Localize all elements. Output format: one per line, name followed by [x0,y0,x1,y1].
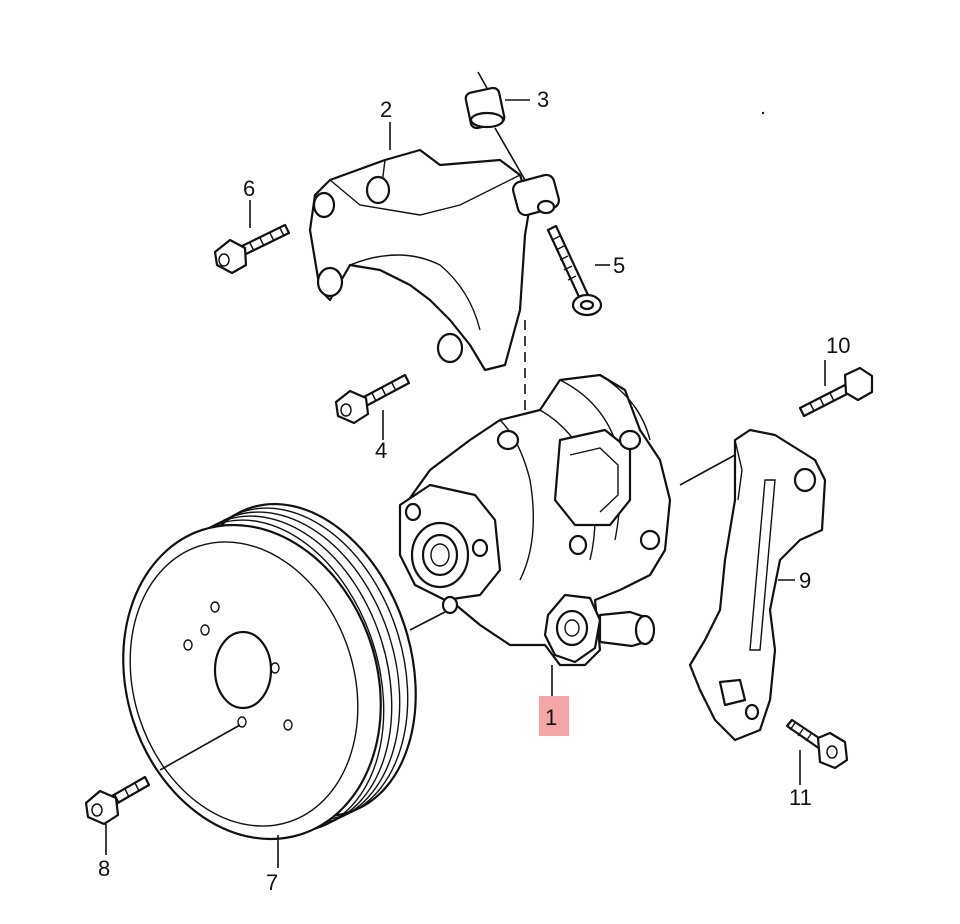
bolt-4 [334,373,411,425]
callout-2[interactable]: 2 [380,97,392,122]
power-steering-pump [398,373,672,667]
support-bracket [688,428,827,742]
callout-4[interactable]: 4 [375,438,387,463]
callout-6[interactable]: 6 [243,176,255,201]
callout-10[interactable]: 10 [826,333,850,358]
callout-1-highlight [539,696,569,736]
leader-lines [105,99,826,868]
callout-1[interactable]: 1 [545,705,557,730]
bolt-6 [213,223,291,275]
bolt-5 [546,224,603,317]
rubber-sleeve [464,71,560,217]
callout-3[interactable]: 3 [537,87,549,112]
bolt-11 [785,718,849,770]
callout-11[interactable]: 11 [789,785,812,810]
bolt-8 [84,775,151,826]
pulley [122,502,417,841]
bolt-10 [798,366,874,418]
callout-8[interactable]: 8 [98,856,110,881]
callout-7[interactable]: 7 [266,870,278,895]
speck [761,111,765,115]
mounting-bracket [308,148,532,372]
callout-9[interactable]: 9 [799,568,811,593]
callout-5[interactable]: 5 [613,253,625,278]
